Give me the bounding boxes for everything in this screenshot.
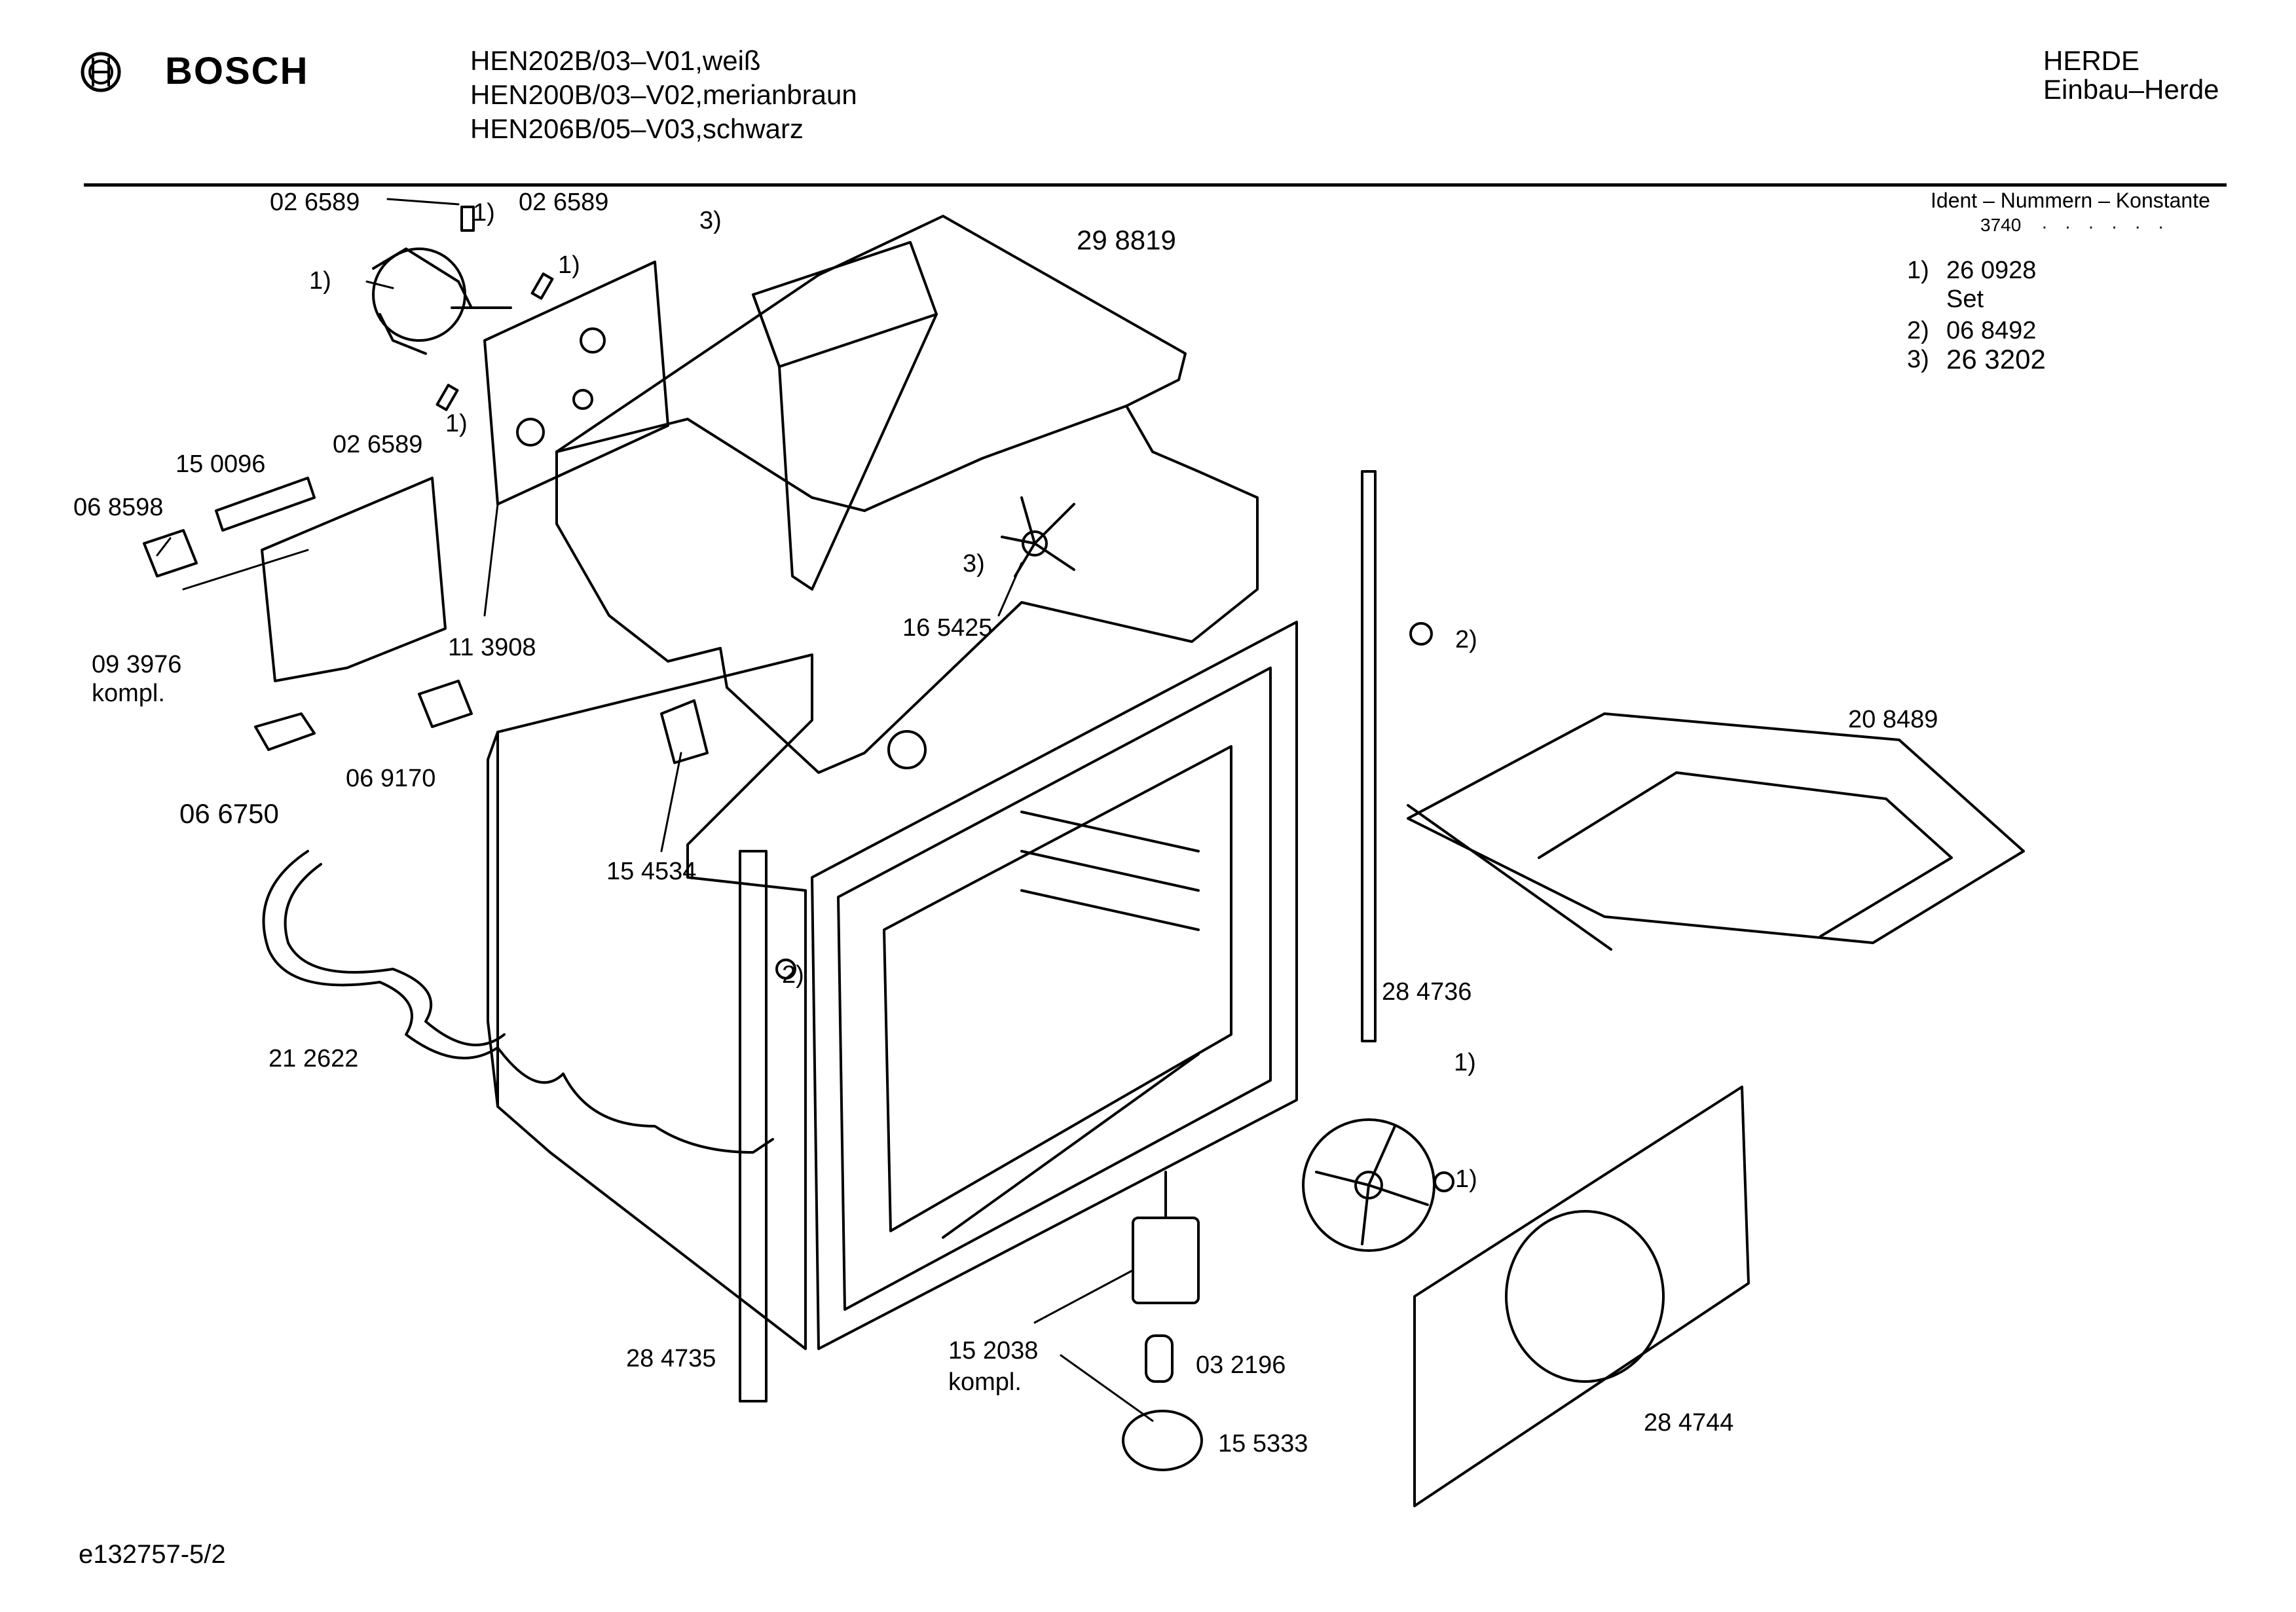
bracket-09-3976: [261, 477, 447, 682]
subcategory-label: Einbau–Herde: [2043, 74, 2219, 105]
label-note-2-b: 2): [782, 961, 804, 989]
label-kompl-a: kompl.: [92, 680, 165, 707]
legend-key-3: 3): [1907, 346, 1929, 373]
legend-value-3: 26 3202: [1946, 344, 2046, 375]
label-02-6589-a: 02 6589: [270, 189, 360, 216]
label-28-4744: 28 4744: [1644, 1409, 1734, 1437]
label-28-4736: 28 4736: [1382, 978, 1472, 1006]
label-note-3-b: 3): [963, 550, 985, 577]
fan-motor: [372, 247, 512, 355]
label-note-1-e: 1): [1454, 1049, 1476, 1076]
category-label: HERDE: [2043, 45, 2140, 76]
legend-dots: . . . . . .: [2042, 212, 2170, 232]
label-06-6750: 06 6750: [179, 798, 279, 829]
legend-constant: 3740: [1980, 215, 2022, 235]
label-kompl-b: kompl.: [948, 1368, 1022, 1396]
document-id: e132757-5/2: [79, 1540, 226, 1569]
label-15-2038: 15 2038: [948, 1337, 1039, 1365]
nut: [1434, 1171, 1454, 1192]
label-02-6589-c: 02 6589: [333, 431, 423, 458]
lamp-holder-15-2038: [1132, 1171, 1200, 1304]
legend-value-1: 26 0928: [1946, 257, 2037, 284]
label-29-8819: 29 8819: [1077, 225, 1176, 255]
label-15-0096: 15 0096: [176, 450, 266, 478]
back-panel-11-3908: [483, 261, 669, 505]
model-line-3: HEN206B/05–V03,schwarz: [470, 113, 804, 144]
side-strip-28-4735: [739, 850, 768, 1402]
label-15-4534: 15 4534: [606, 858, 697, 885]
legend-title: Ident – Nummern – Konstante: [1931, 189, 2210, 212]
legend-key-1: 1): [1907, 257, 1929, 284]
label-20-8489: 20 8489: [1848, 706, 1938, 733]
label-06-8598: 06 8598: [73, 494, 164, 521]
label-15-5333: 15 5333: [1218, 1430, 1308, 1457]
connector-02-6589-b: [530, 272, 554, 300]
plug-2-right: [1409, 622, 1433, 646]
lamp-cover-15-5333: [1122, 1410, 1203, 1471]
header-rule: [84, 183, 2227, 187]
side-strip-28-4736: [1361, 470, 1377, 1042]
label-note-3-a: 3): [699, 207, 722, 234]
grill-heater-20-8489: [1407, 712, 2025, 951]
label-note-1-b: 1): [558, 251, 580, 279]
shelf-rails: [1020, 811, 1200, 931]
bulb-03-2196: [1145, 1334, 1174, 1383]
label-28-4735: 28 4735: [626, 1345, 716, 1372]
thermostat-06-9170: [418, 680, 473, 728]
thermostat-15-4534: [660, 699, 709, 764]
label-note-1-c: 1): [309, 267, 331, 295]
brand-name: BOSCH: [165, 50, 309, 92]
switch-06-6750: [254, 712, 316, 751]
label-06-9170: 06 9170: [346, 765, 436, 792]
legend-value-2: 06 8492: [1946, 317, 2037, 344]
label-note-1-a: 1): [473, 199, 495, 227]
model-line-1: HEN202B/03–V01,weiß: [470, 45, 761, 76]
terminal-block-15-0096: [215, 477, 316, 532]
connector-02-6589-a: [460, 206, 475, 232]
fan-blade-16-5425: [1001, 496, 1075, 577]
connector-02-6589-c: [435, 384, 459, 411]
label-11-3908: 11 3908: [448, 634, 536, 661]
convection-fan: [1302, 1118, 1435, 1252]
legend-note-1: Set: [1946, 285, 1984, 313]
leader-lines: [156, 198, 1154, 1422]
label-03-2196: 03 2196: [1196, 1351, 1286, 1379]
label-note-2-a: 2): [1455, 626, 1477, 653]
switch-06-8598: [143, 529, 198, 577]
fan-cover-28-4744: [1413, 1086, 1750, 1507]
plug-2-left: [775, 959, 796, 980]
label-09-3976: 09 3976: [92, 651, 182, 678]
label-21-2622: 21 2622: [268, 1045, 359, 1072]
bosch-armature-icon: [81, 52, 121, 92]
model-line-2: HEN200B/03–V02,merianbraun: [470, 79, 857, 110]
oven-body: [487, 653, 813, 1350]
oven-front-frame: [811, 621, 1298, 1350]
label-16-5425: 16 5425: [902, 614, 993, 642]
label-note-1-f: 1): [1455, 1165, 1477, 1193]
legend-key-2: 2): [1907, 317, 1929, 344]
bottom-heater-21-2622: [262, 850, 774, 1154]
top-cover-29-8819: [555, 215, 1259, 774]
label-note-1-d: 1): [445, 410, 468, 437]
label-02-6589-b: 02 6589: [519, 189, 609, 216]
blower-duct: [752, 241, 938, 591]
